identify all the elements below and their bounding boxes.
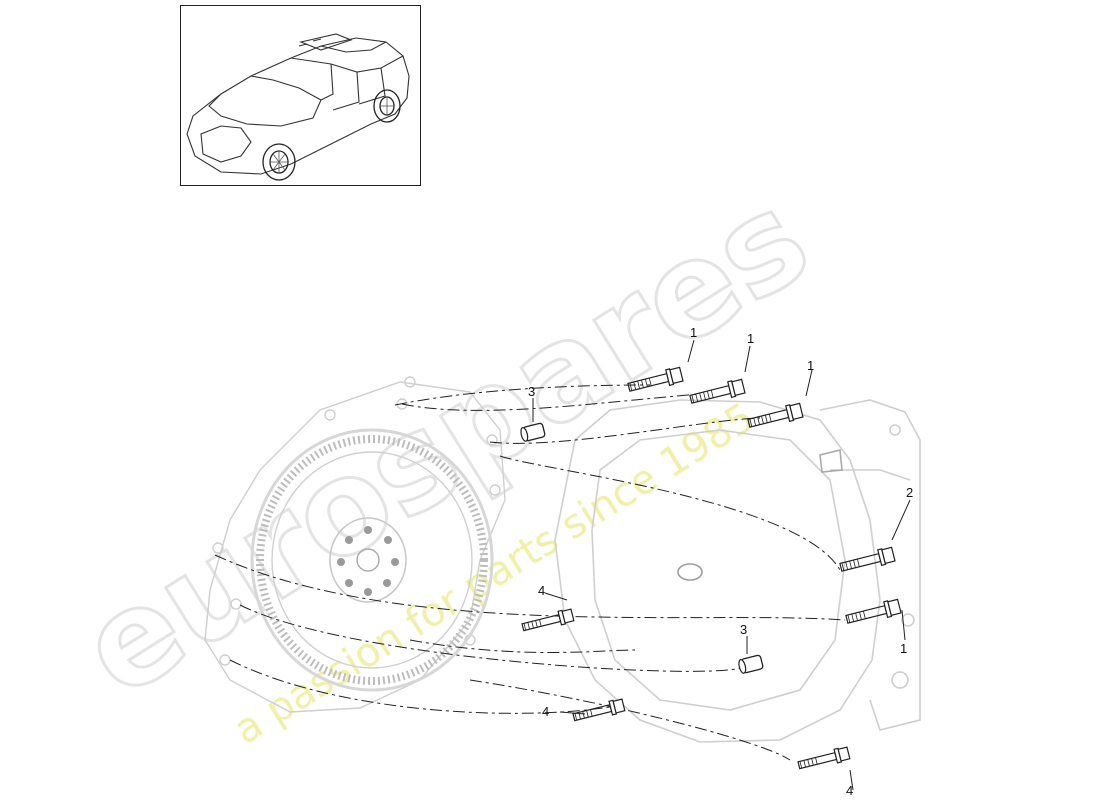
callout-1c: 1	[807, 358, 814, 373]
callout-1b: 1	[747, 331, 754, 346]
callout-labels: 1 1 1 2 1 3 3 4 4 4	[528, 325, 913, 798]
bolt-4a	[521, 608, 575, 632]
bolt-2	[839, 546, 896, 572]
transmission-housing	[554, 399, 921, 743]
callout-1a: 1	[690, 325, 697, 340]
dowel-sleeve-3a	[520, 422, 546, 442]
callout-4a: 4	[538, 583, 545, 598]
dowel-sleeve-3b	[738, 654, 764, 674]
suv-car-icon	[186, 33, 410, 181]
bolt-4c	[797, 746, 851, 770]
callout-1d: 1	[900, 641, 907, 656]
assembly-lines	[214, 384, 846, 761]
flywheel	[250, 428, 494, 692]
adapter-plate-ghost	[204, 376, 506, 713]
callout-4b: 4	[542, 704, 549, 719]
bolt-4b	[572, 698, 626, 722]
vehicle-thumbnail	[180, 5, 421, 186]
callout-2: 2	[906, 485, 913, 500]
bolt-1d	[845, 598, 902, 624]
callout-3b: 3	[740, 622, 747, 637]
bolt-1a	[627, 366, 684, 392]
callout-3a: 3	[528, 384, 535, 399]
bolt-1b	[689, 378, 746, 404]
leader-lines	[532, 339, 911, 791]
callout-4c: 4	[846, 783, 853, 798]
bolt-1c	[747, 402, 804, 428]
